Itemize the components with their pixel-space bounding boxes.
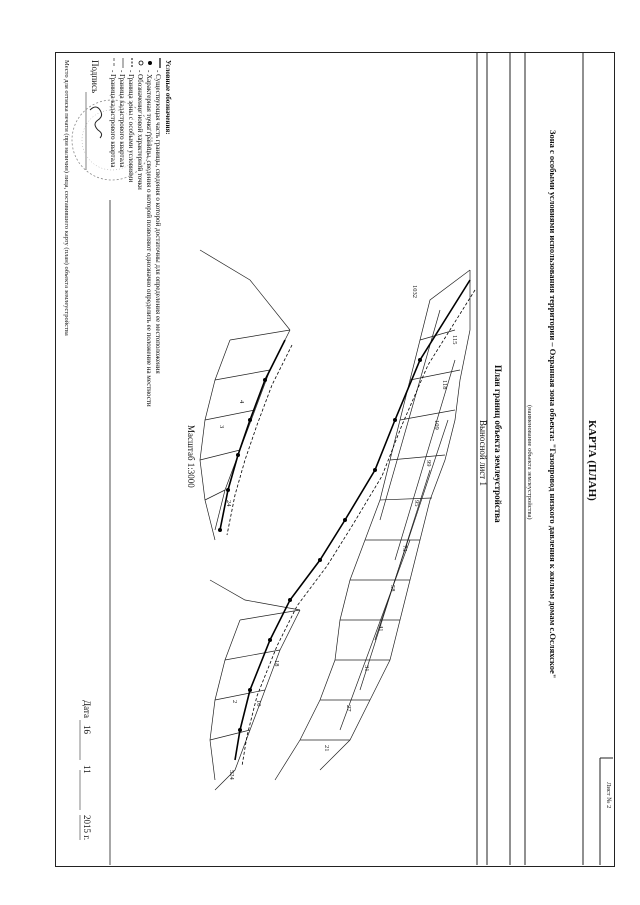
parcel-label: 31 bbox=[363, 665, 370, 672]
parcel-label: 58 bbox=[389, 585, 396, 592]
parcel-label: 2 bbox=[231, 700, 238, 704]
parcel-label: 27 bbox=[345, 705, 352, 712]
parcel-label: 4 bbox=[238, 400, 245, 404]
parcel-label: 3 bbox=[218, 425, 225, 429]
parcel-label: 73 bbox=[401, 545, 408, 552]
parcel-label: 99 bbox=[425, 460, 432, 467]
parcel-label: 18 bbox=[273, 660, 280, 667]
parcel-label: 1032 bbox=[411, 285, 418, 298]
parcel-label: 115 bbox=[451, 335, 458, 345]
parcel-label: 524 bbox=[228, 770, 235, 780]
parcel-label: 21 bbox=[323, 745, 330, 752]
parcel-label: 118 bbox=[441, 380, 448, 390]
parcel-label: 10 bbox=[255, 700, 262, 707]
parcel-label: 95 bbox=[413, 500, 420, 507]
parcel-label: 41 bbox=[377, 625, 384, 632]
page-frame bbox=[55, 52, 615, 867]
parcel-label: 24 bbox=[225, 500, 232, 507]
parcel-label: 109 bbox=[433, 420, 440, 430]
